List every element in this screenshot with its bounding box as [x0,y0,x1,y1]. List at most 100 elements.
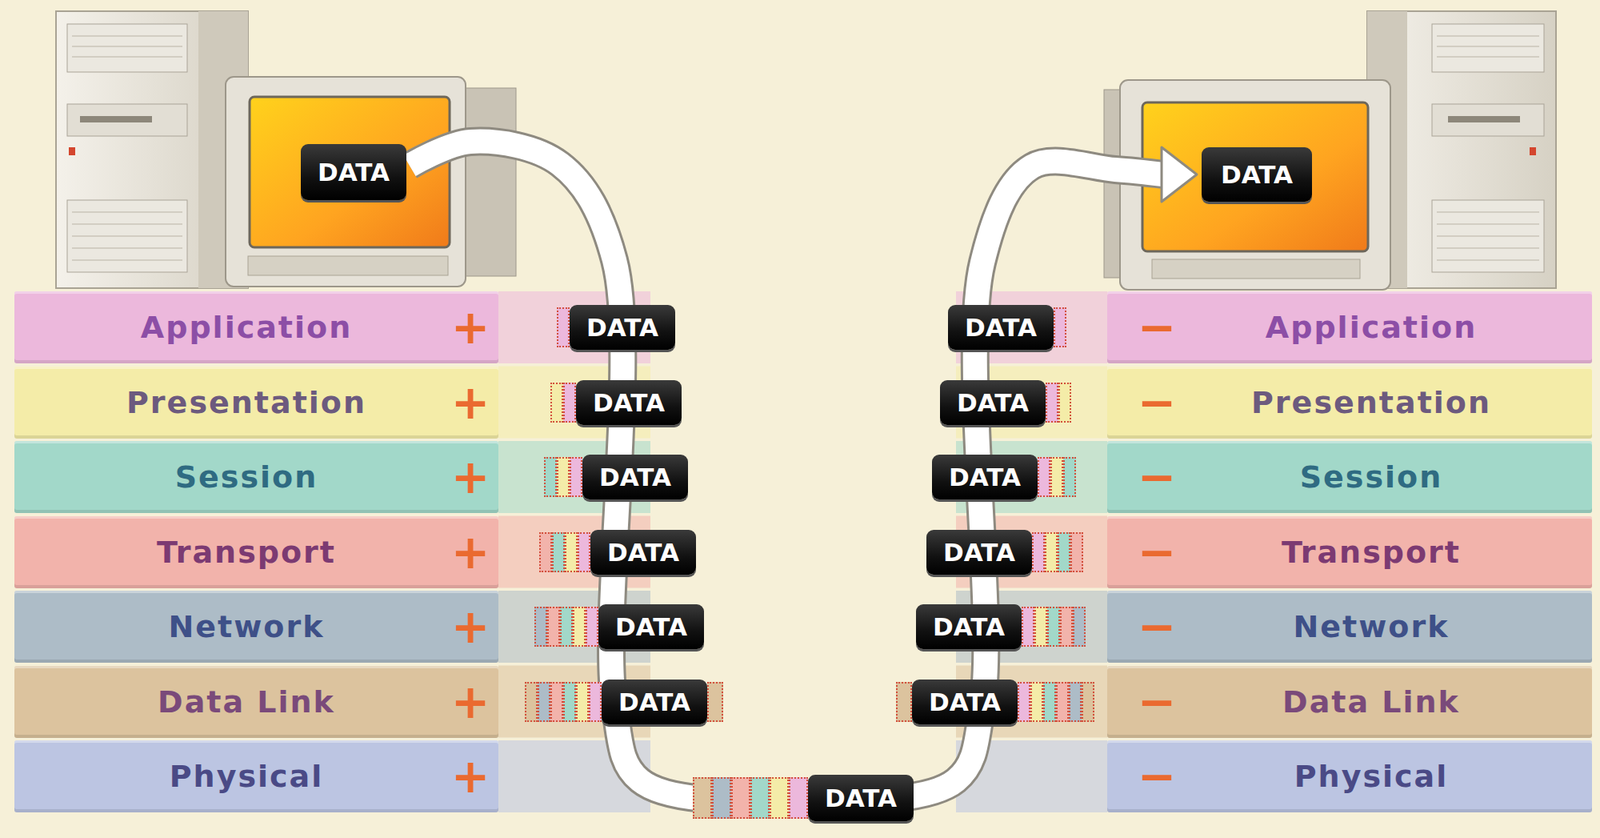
header-stripe [1043,681,1056,722]
data-label: DATA [317,157,390,187]
tower [56,11,248,288]
header-stripe [1044,532,1058,572]
operation-sign: − [1137,379,1177,426]
data-label: DATA [932,612,1005,641]
data-block: DATA [300,144,407,200]
header-stripe [1063,456,1076,497]
data-label: DATA [586,312,659,342]
flow-arrow-body [409,141,1164,801]
layer-name: Data Link [1282,684,1460,720]
header-stripe [577,532,591,572]
data-block: DATA [926,529,1032,575]
header-stripe [1057,532,1071,572]
header-stripe [1056,681,1069,722]
operation-sign: − [1137,603,1177,650]
header-stripe [537,681,551,722]
osi-layer-band: −Application [1107,291,1592,364]
header-stripe [692,776,712,819]
header-stripe [1047,606,1060,647]
header-stripe [707,681,724,722]
header-stripe [588,681,602,722]
osi-layer-band: −Session [1107,440,1592,513]
header-stripe [1045,382,1059,423]
operation-sign: + [451,379,491,426]
osi-layer-band: Data Link + [14,665,499,738]
header-stripe [560,606,573,647]
header-stripe [769,776,789,819]
layer-name: Transport [1281,534,1461,570]
header-stripe [552,532,565,572]
layer-name: Network [1293,608,1450,644]
layer-name: Session [175,459,319,495]
header-stripe [556,307,570,348]
data-block: DATA [940,380,1046,425]
operation-sign: + [451,304,491,351]
header-stripe [1017,681,1031,722]
header-stripe [550,681,564,722]
header-stripe [563,681,576,722]
header-stripe [1021,606,1035,647]
header-stripe [1070,532,1084,572]
osi-layer-band: Application + [14,291,499,364]
layer-name: Application [140,309,352,345]
flow-arrow-outline [409,141,1164,801]
layer-name: Session [1300,459,1444,495]
osi-layer-band: Physical + [14,740,499,812]
operation-sign: + [451,603,491,650]
operation-sign: + [451,528,491,576]
tower [1367,11,1556,288]
header-stripe [585,606,599,647]
layer-name: Transport [156,534,336,570]
data-label: DATA [964,312,1037,342]
data-label: DATA [615,612,688,641]
band-side [498,291,1108,812]
header-stripe [563,382,576,423]
data-block: DATA [601,679,708,724]
data-label: DATA [1220,160,1293,189]
header-stripe [550,382,564,423]
header-stripe [788,776,808,819]
data-label: DATA [956,388,1029,417]
data-label: DATA [599,462,672,492]
header-stripe [524,681,538,722]
header-stripe [539,532,552,572]
data-block: DATA [582,454,688,500]
data-block: DATA [932,454,1038,500]
header-stripe [1034,606,1048,647]
layer-name: Presentation [126,384,367,420]
header-stripe [750,776,770,819]
osi-layer-band: Session+ [14,440,499,513]
arrow-head [1161,147,1197,202]
data-label: DATA [618,687,691,716]
header-stripe [569,456,583,497]
data-block: DATA [569,304,676,350]
data-label: DATA [824,783,897,812]
layer-name: Data Link [157,684,336,720]
data-block: DATA [598,604,704,649]
data-block: DATA [916,604,1022,649]
header-stripe [896,681,912,722]
operation-sign: − [1137,528,1177,576]
data-label: DATA [607,537,680,567]
operation-sign: − [1137,752,1177,800]
header-stripe [731,776,751,819]
osi-layer-band: −Presentation [1107,366,1592,439]
header-stripe [1037,456,1051,497]
operation-sign: + [451,678,491,725]
operation-sign: + [451,752,491,800]
layer-name: Network [168,608,325,644]
osi-layer-band: Presentation + [14,366,499,439]
header-stripe [1032,532,1045,572]
header-stripe [712,776,732,819]
header-stripe [1030,681,1044,722]
header-stripe [572,606,586,647]
data-label: DATA [928,687,1001,716]
header-stripe [547,606,560,647]
data-block: DATA [912,679,1018,724]
layer-name: Physical [169,758,324,794]
header-stripe [1072,606,1086,647]
header-stripe [1058,382,1072,423]
layer-name: Application [1265,309,1477,345]
data-block: DATA [808,774,914,821]
